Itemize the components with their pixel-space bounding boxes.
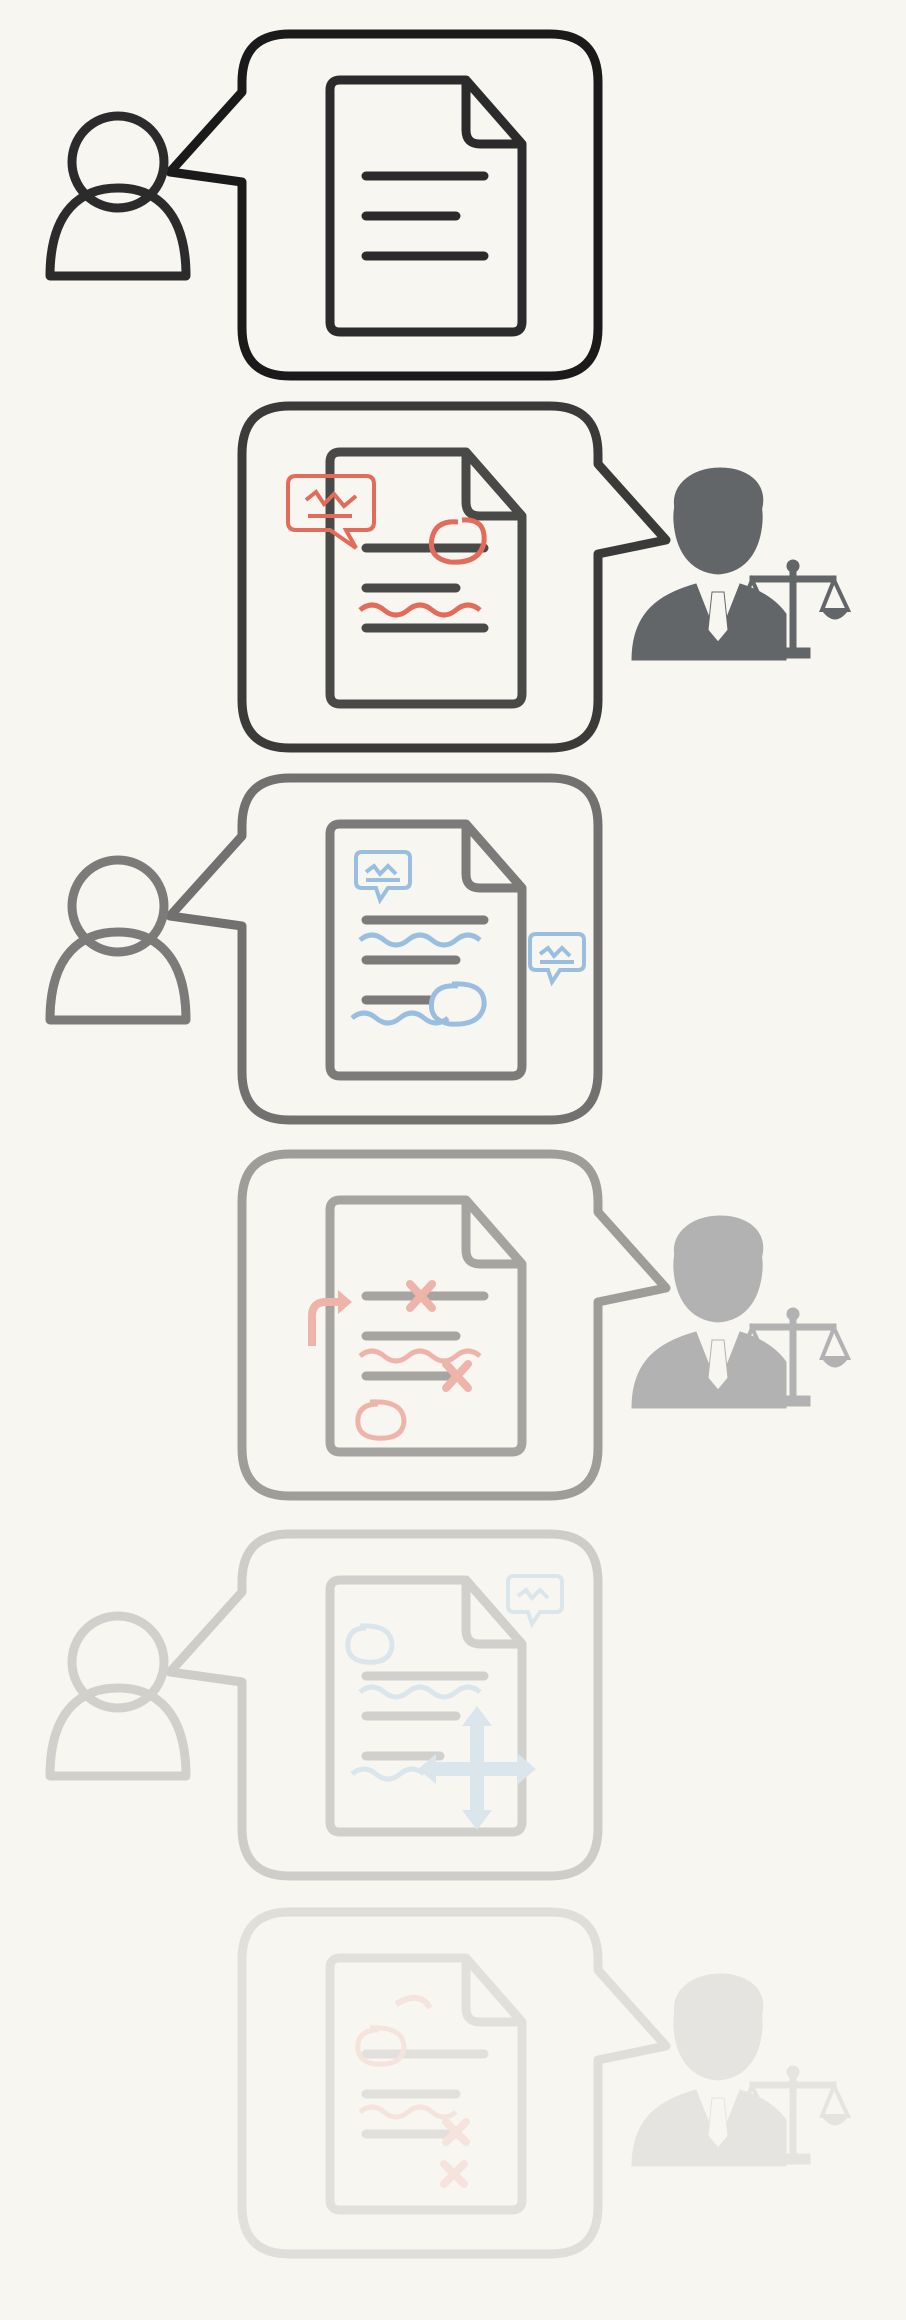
comment-bubble-icon <box>286 474 376 550</box>
cross-mark-icon <box>406 1280 436 1312</box>
lawyer-scales-icon <box>630 1214 850 1410</box>
redirect-arrow-icon <box>394 1995 433 2010</box>
person-outline-icon <box>50 1616 186 1776</box>
lawyer-scales-icon <box>630 1972 850 2168</box>
person-outline-icon <box>50 860 186 1020</box>
document-icon <box>330 80 522 332</box>
person-outline-icon <box>50 116 186 276</box>
step-1-client <box>50 29 603 381</box>
wavy-underline <box>358 1348 482 1364</box>
wavy-underline <box>350 1010 450 1026</box>
undo-loop-icon <box>428 517 487 565</box>
comment-bubble-icon <box>506 1574 564 1629</box>
speech-bubble <box>165 1529 603 1881</box>
document-icon <box>330 824 522 1076</box>
step-3-client <box>50 773 603 1125</box>
cross-mark-icon <box>440 2118 470 2188</box>
speech-bubble <box>237 401 671 753</box>
wavy-underline <box>358 932 482 948</box>
undo-loop-icon <box>428 981 487 1027</box>
step-2-lawyer <box>237 401 850 753</box>
cross-mark-icon <box>442 1360 472 1392</box>
undo-loop-icon <box>355 2025 407 2067</box>
document-icon <box>330 452 522 704</box>
redirect-arrow-icon <box>308 1298 340 1346</box>
speech-bubble <box>165 29 603 381</box>
speech-bubble <box>165 773 603 1125</box>
step-4-lawyer <box>237 1149 850 1501</box>
step-6-lawyer <box>237 1907 850 2259</box>
speech-bubble <box>237 1907 671 2259</box>
wavy-underline <box>358 602 482 618</box>
speech-bubble <box>237 1149 671 1501</box>
lawyer-scales-icon <box>630 466 850 662</box>
comment-bubble-icon <box>528 932 586 987</box>
document-icon <box>330 1580 522 1832</box>
undo-loop-icon <box>345 1623 395 1665</box>
step-5-client <box>50 1529 603 1881</box>
document-icon <box>330 1958 522 2210</box>
move-arrows-icon <box>418 1706 536 1830</box>
undo-loop-icon <box>355 1399 407 1441</box>
comment-bubble-icon <box>354 850 412 905</box>
